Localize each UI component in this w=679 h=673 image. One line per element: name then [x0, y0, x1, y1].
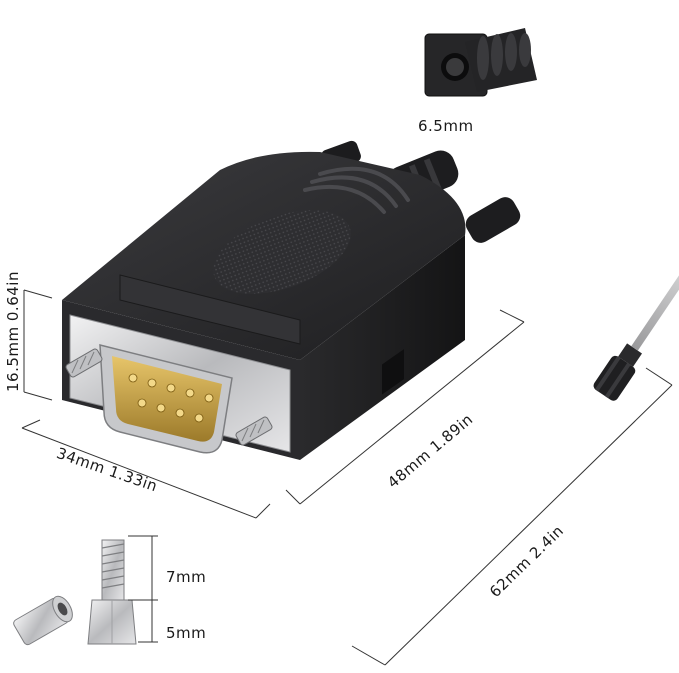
- standoff-screw: [87, 539, 137, 645]
- standoff-body-label: 5mm: [166, 624, 207, 642]
- jack-screw-right: [235, 416, 273, 446]
- screwdriver: [593, 72, 679, 401]
- standoff-thread-label: 7mm: [166, 568, 207, 586]
- height-label: 16.5mm 0.64in: [4, 271, 22, 392]
- jack-screw-left: [65, 348, 103, 378]
- db9-metal-shell: [65, 314, 291, 454]
- hex-nut: [13, 595, 73, 646]
- cable-clamp-right: [465, 197, 521, 243]
- dimension-lines: [21, 289, 673, 666]
- cable-grommet: [424, 28, 537, 97]
- grommet-diameter-label: 6.5mm: [418, 117, 474, 135]
